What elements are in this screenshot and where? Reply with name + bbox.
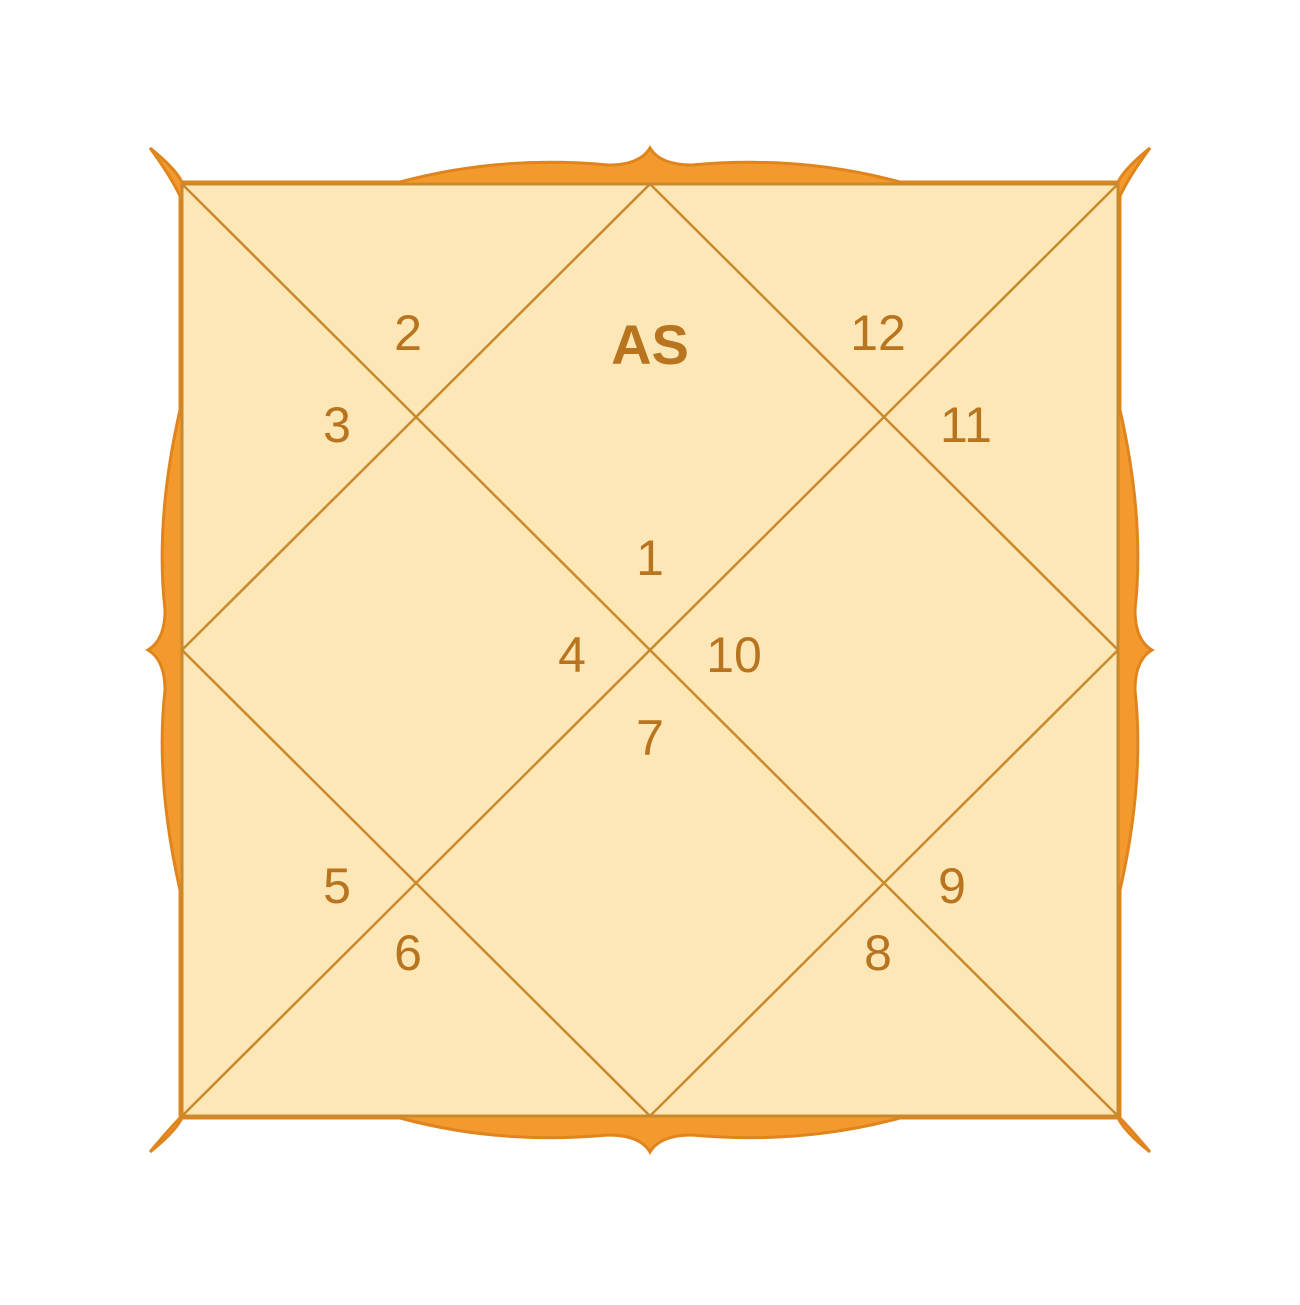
ascendant-label: AS: [611, 313, 689, 376]
house-number-3: 3: [323, 397, 351, 453]
house-number-4: 4: [558, 627, 586, 683]
house-number-12: 12: [850, 305, 906, 361]
house-number-10: 10: [706, 627, 762, 683]
house-number-9: 9: [938, 858, 966, 914]
center-diamond: [180, 182, 1120, 1118]
diagonal-line-tr-bl: [181, 183, 1119, 1117]
house-number-5: 5: [323, 858, 351, 914]
house-number-7: 7: [636, 710, 664, 766]
chart-grid-lines: [180, 182, 1120, 1118]
house-number-6: 6: [394, 925, 422, 981]
house-number-1: 1: [636, 530, 664, 586]
house-number-2: 2: [394, 305, 422, 361]
house-number-8: 8: [864, 925, 892, 981]
chart-labels: AS 1 2 3 4 5 6 7 8 9 10 11 12: [323, 305, 992, 981]
house-number-11: 11: [940, 397, 992, 453]
